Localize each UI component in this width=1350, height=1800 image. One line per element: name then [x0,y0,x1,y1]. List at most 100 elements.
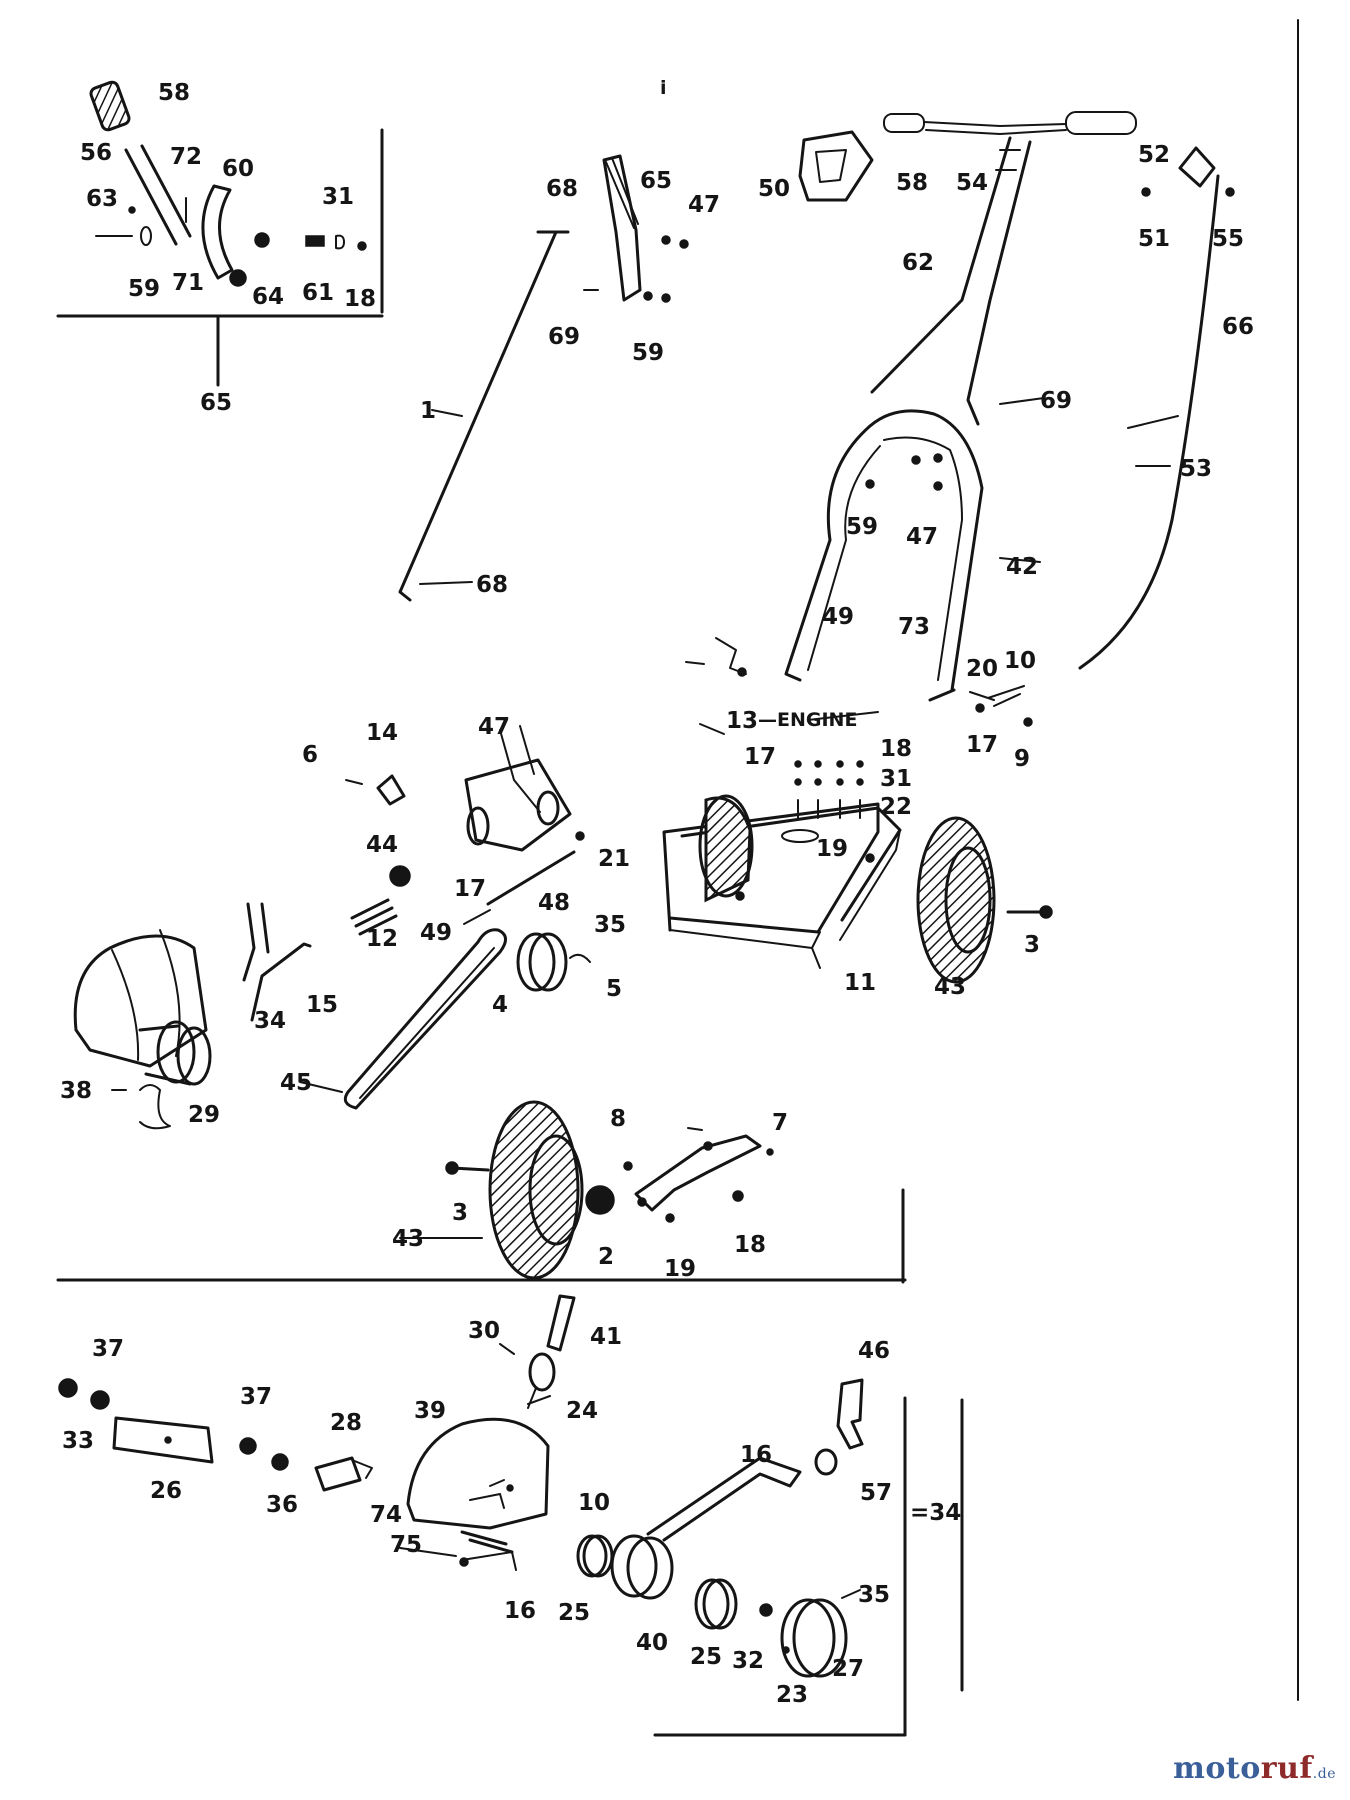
label-45: 45 [280,1070,312,1096]
label-3-front: 3 [452,1200,468,1226]
hardware-row [794,760,875,863]
label-9: 9 [1014,746,1030,772]
label-18-deck: 18 [880,736,912,762]
lower-handle-42 [868,409,984,702]
bottom-assembly [58,1294,864,1678]
label-22: 22 [880,794,912,820]
label-21: 21 [598,846,630,872]
label-59-handle: 59 [846,514,878,540]
label-36: 36 [266,1492,298,1518]
label-37-left: 37 [92,1336,124,1362]
ratchet-60 [201,184,234,280]
wheel-43-right [916,816,996,984]
label-24: 24 [566,1398,598,1424]
label-44: 44 [366,832,398,858]
label-8: 8 [610,1106,626,1132]
label-69-top: 69 [548,324,580,350]
front-wheel-assembly [445,1100,774,1280]
leader-lines [299,397,1179,1599]
deck-11 [662,802,880,934]
label-49-drive: 49 [420,920,452,946]
label-47-top: 47 [688,192,720,218]
label-16-guard: 16 [504,1598,536,1624]
bracket-47 [464,758,572,852]
label-35-bottom: 35 [858,1582,890,1608]
label-i: i [660,77,667,99]
blade-drive-assembly [73,725,591,1130]
label-engine: —ENGINE [758,709,857,731]
label-68-top: 68 [546,176,578,202]
part-labels: 58 56 72 60 63 31 59 71 64 61 18 65 i 68… [60,77,1254,1708]
lever-65 [602,154,642,302]
label-26: 26 [150,1478,182,1504]
housing [73,934,208,1068]
label-49-handle: 49 [822,604,854,630]
upper-handle-62 [870,136,1032,426]
label-17-right: 17 [966,732,998,758]
label-10: 10 [1004,648,1036,674]
label-19-front: 19 [664,1256,696,1282]
label-4: 4 [492,992,508,1018]
label-18: 18 [344,286,376,312]
label-61: 61 [302,280,334,306]
label-3-deck: 3 [1024,932,1040,958]
label-47-drive: 47 [478,714,510,740]
label-6: 6 [302,742,318,768]
label-68-bottom: 68 [476,572,508,598]
label-69-handle: 69 [1040,388,1072,414]
label-7: 7 [772,1110,788,1136]
label-46: 46 [858,1338,890,1364]
label-23: 23 [776,1682,808,1708]
label-62: 62 [902,250,934,276]
label-28: 28 [330,1410,362,1436]
label-54: 54 [956,170,988,196]
label-43-deck: 43 [934,974,966,1000]
label-50: 50 [758,176,790,202]
wheel-43-front [488,1100,580,1280]
handle-assembly [685,111,1235,727]
label-12: 12 [366,926,398,952]
label-15: 15 [306,992,338,1018]
label-39: 39 [414,1398,446,1424]
label-42: 42 [1006,554,1038,580]
throttle-cable-53 [1078,174,1220,670]
inset-handle-assembly [89,80,367,287]
label-30: 30 [468,1318,500,1344]
label-58-handle: 58 [896,170,928,196]
plate-50 [798,130,874,202]
label-35-drive: 35 [594,912,626,938]
label-34-drive: 34 [254,1008,286,1034]
label-73: 73 [898,614,930,640]
label-52: 52 [1138,142,1170,168]
label-53: 53 [1180,456,1212,482]
label-27: 27 [832,1656,864,1682]
label-2: 2 [598,1244,614,1270]
label-38: 38 [60,1078,92,1104]
label-41: 41 [590,1324,622,1350]
motoruf-watermark: motoruf.de [1173,1751,1336,1786]
label-10-guard: 10 [578,1490,610,1516]
label-72: 72 [170,144,202,170]
label-59-top: 59 [632,340,664,366]
tube-72 [124,144,192,246]
label-40: 40 [636,1630,668,1656]
label-64: 64 [252,284,284,310]
label-33: 33 [62,1428,94,1454]
label-56: 56 [80,140,112,166]
label-48: 48 [538,890,570,916]
label-58: 58 [158,80,190,106]
label-65-lever: 65 [640,168,672,194]
label-17-deck: 17 [744,744,776,770]
label-14: 14 [366,720,398,746]
label-20: 20 [966,656,998,682]
label-16-arm: 16 [740,1442,772,1468]
label-59: 59 [128,276,160,302]
label-32: 32 [732,1648,764,1674]
label-63: 63 [86,186,118,212]
deck-assembly [662,760,1053,984]
label-51: 51 [1138,226,1170,252]
label-25-right: 25 [690,1644,722,1670]
label-74: 74 [370,1502,402,1528]
section-lines [56,19,1299,1737]
label-57: 57 [860,1480,892,1506]
